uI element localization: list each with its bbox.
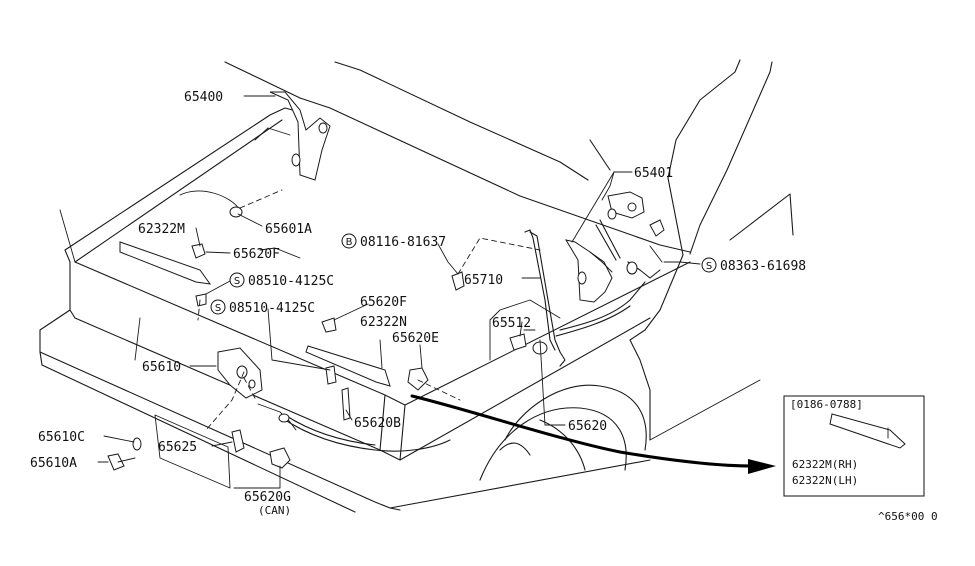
label-65610C: 65610C: [38, 430, 85, 445]
inset-labels: [0186-0788] 62322M(RH) 62322N(LH): [790, 398, 863, 487]
label-65400: 65400: [184, 90, 223, 105]
label-65401: 65401: [634, 166, 673, 181]
label-65620: 65620: [568, 419, 607, 434]
label-65620F-lower: 65620F: [360, 295, 407, 310]
diagram-code: ^656*00 0: [878, 510, 938, 523]
inset-label-lh: 62322N(LH): [792, 474, 858, 487]
symbol-s-text: S: [706, 261, 712, 272]
label-65710: 65710: [464, 273, 503, 288]
label-62322M: 62322M: [138, 222, 185, 237]
symbol-s-text: S: [215, 303, 221, 314]
label-65620F-upper: 65620F: [233, 247, 280, 262]
small-hardware: [107, 206, 548, 471]
inset-label-rh: 62322M(RH): [792, 458, 858, 471]
label-65610A: 65610A: [30, 456, 77, 471]
symbol-b-08116: B: [341, 233, 357, 249]
label-65601A: 65601A: [265, 222, 312, 237]
label-65620G-note: (CAN): [258, 504, 291, 517]
hood-stay-65710: [524, 229, 566, 367]
symbol-s-08363: S: [701, 257, 717, 273]
label-65512: 65512: [492, 316, 531, 331]
release-cable-65620: [257, 208, 661, 452]
label-08363-61698: 08363-61698: [720, 259, 806, 274]
part-labels: 65400 65401 62322M 65601A 65620F 08116-8…: [30, 90, 806, 517]
symbol-s-text: S: [234, 276, 240, 287]
symbol-s-08510-b: S: [210, 299, 226, 315]
label-65620G: 65620G: [244, 490, 291, 505]
label-65620B: 65620B: [354, 416, 401, 431]
inset-box: [783, 395, 925, 497]
inset-date-range: [0186-0788]: [790, 398, 863, 411]
hinge-65401: [564, 191, 665, 303]
label-62322N: 62322N: [360, 315, 407, 330]
label-08510-4125C-lower: 08510-4125C: [229, 301, 315, 316]
body-outline: [39, 59, 794, 513]
leader-lines: [97, 95, 701, 489]
label-08116-81637: 08116-81637: [360, 235, 446, 250]
assembly-lines: [197, 189, 541, 431]
inset-pointer-arrow: [410, 394, 776, 474]
label-65625: 65625: [158, 440, 197, 455]
label-08510-4125C-upper: 08510-4125C: [248, 274, 334, 289]
label-65610: 65610: [142, 360, 181, 375]
symbol-s-08510-a: S: [229, 272, 245, 288]
symbol-b-text: B: [346, 237, 353, 248]
label-65620E: 65620E: [392, 331, 439, 346]
hinge-65400: [269, 91, 331, 181]
lock-65610: [217, 347, 263, 399]
